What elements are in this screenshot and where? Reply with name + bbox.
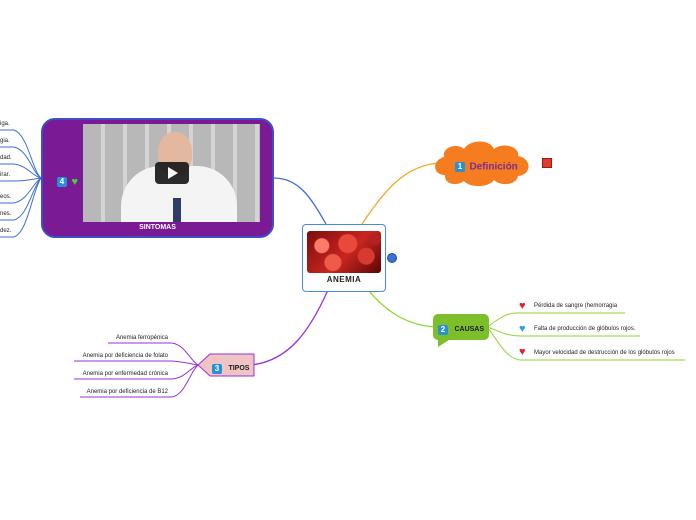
play-button[interactable] (155, 162, 189, 184)
sintoma-item[interactable]: eos. (0, 194, 12, 200)
definicion-node[interactable]: 1 Definición (455, 158, 518, 176)
sintoma-item[interactable]: iga. (0, 121, 10, 127)
doctor-tie (173, 198, 181, 222)
definicion-cloud[interactable] (435, 141, 529, 187)
sintoma-item[interactable]: gia. (0, 138, 10, 144)
tipos-label: TIPOS (228, 365, 250, 373)
tipo-item[interactable]: Anemia por deficiencia de folato (82, 353, 168, 359)
sintomas-number: 4 ♥ (57, 173, 78, 191)
note-icon[interactable] (542, 158, 552, 168)
heart-icon: ♥ (519, 346, 526, 358)
causa-item[interactable]: Falta de producción de glóbulos rojos. (534, 326, 636, 332)
central-topic[interactable]: ANEMIA (302, 224, 386, 292)
heart-icon: ♥ (519, 323, 526, 335)
expand-icon[interactable] (387, 253, 397, 263)
sintoma-item[interactable]: nes. (0, 211, 12, 217)
play-icon (168, 167, 178, 179)
tipo-item[interactable]: Anemia por enfermedad crónica (82, 371, 168, 377)
causas-label: CAUSAS (454, 326, 485, 334)
causa-item[interactable]: Pérdida de sangre (hemorragia (534, 303, 618, 309)
sintoma-item[interactable]: irar. (0, 172, 11, 178)
number-badge-4: 4 (57, 176, 67, 187)
number-badge-1: 1 (455, 161, 465, 172)
green-heart-icon: ♥ (71, 175, 78, 188)
central-title: ANEMIA (326, 275, 362, 284)
sintomas-label: SINTOMAS (139, 224, 176, 231)
tipo-item[interactable]: Anemia ferropénica (115, 335, 168, 341)
sintoma-item[interactable]: dad. (0, 155, 12, 161)
tipo-item[interactable]: Anemia por deficiencia de B12 (86, 389, 168, 395)
number-badge-3: 3 (212, 363, 222, 374)
video-thumbnail[interactable] (83, 124, 260, 222)
sintoma-item[interactable]: dez. (0, 228, 12, 234)
causa-item[interactable]: Mayor velocidad de destrucción de los gl… (534, 350, 675, 356)
definicion-label: Definición (469, 161, 518, 173)
tipos-node[interactable]: 3 TIPOS (212, 360, 249, 378)
number-badge-2: 2 (438, 324, 448, 335)
red-blood-cells-image (307, 231, 381, 273)
heart-icon: ♥ (519, 300, 526, 312)
causas-node[interactable]: 2 CAUSAS (438, 321, 484, 339)
